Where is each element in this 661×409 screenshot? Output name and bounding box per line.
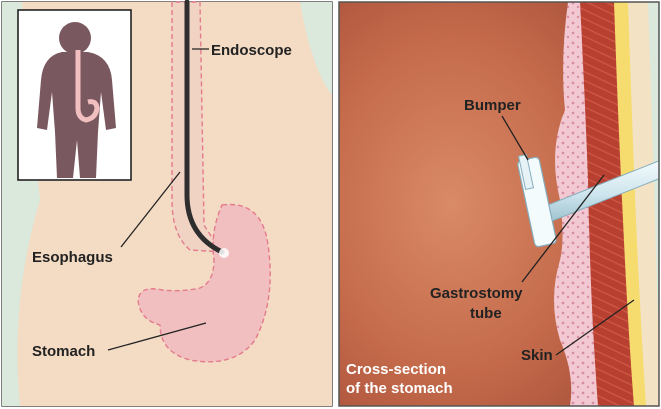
left-panel: Endoscope Esophagus Stomach (2, 2, 332, 406)
gastrostomy-label-line2: tube (470, 305, 502, 322)
esophagus-label: Esophagus (32, 249, 113, 266)
child-silhouette-inset (18, 10, 131, 180)
cross-section-label-line1: Cross-section (346, 361, 446, 378)
skin-label: Skin (521, 347, 553, 364)
cross-section-label-line2: of the stomach (346, 380, 453, 397)
gastrostomy-label-line1: Gastrostomy (430, 285, 523, 302)
endoscope-light (219, 248, 229, 258)
stomach-label: Stomach (32, 343, 95, 360)
silhouette-head (59, 22, 91, 54)
right-panel: Bumper Gastrostomy tube Skin Cross-secti… (339, 2, 661, 406)
bumper-label: Bumper (464, 97, 521, 114)
endoscope-label: Endoscope (211, 42, 292, 59)
